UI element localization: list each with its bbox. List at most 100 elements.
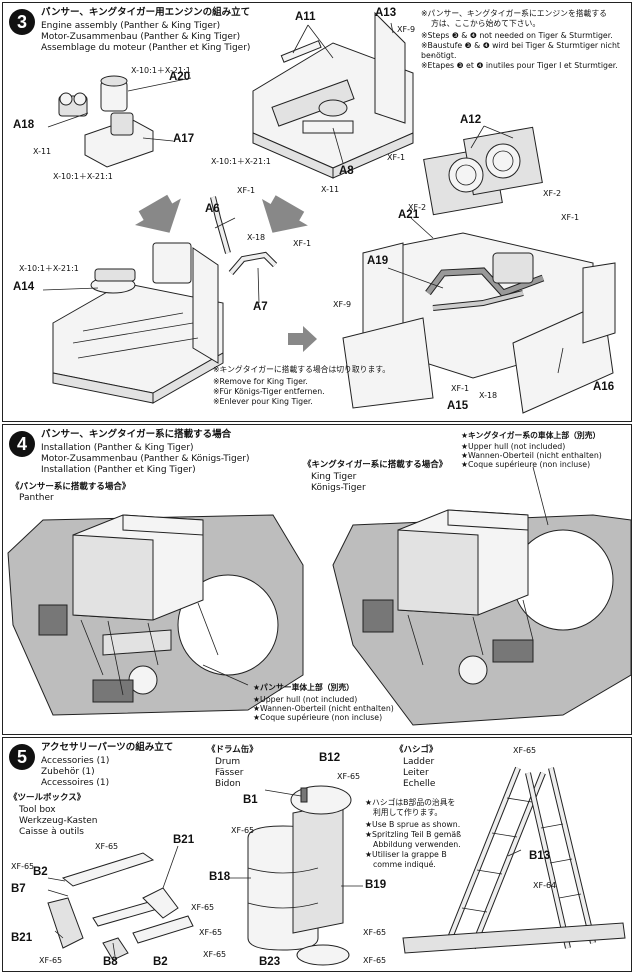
- paint-mix-c: X-10:1＋X-21:1: [211, 157, 271, 166]
- toolbox-heading-jp: 《ツールボックス》: [9, 793, 86, 803]
- ladder-jig-note-jp-1: ★ハシゴはB部品の治具を: [365, 798, 456, 807]
- label-b19: B19: [365, 879, 387, 891]
- label-a6: A6: [205, 203, 220, 215]
- label-b21-left: B21: [11, 932, 33, 944]
- panther-heading-en: Panther: [19, 493, 54, 503]
- ladder-heading-en: Ladder: [403, 757, 435, 767]
- label-b23: B23: [259, 956, 281, 968]
- step-3-title-fr: Assemblage du moteur (Panther et King Ti…: [41, 43, 251, 53]
- paint-xf65-toolbox-top: XF-65: [95, 842, 119, 851]
- kt-hull-note-fr: ★Coque supérieure (non incluse): [461, 460, 591, 469]
- step-3-note-jp-1: ※パンサー、キングタイガー系にエンジンを搭載する: [421, 9, 607, 18]
- step-3-note-fr: ※Etapes ❸ et ❹ inutiles pour Tiger I et …: [421, 61, 618, 70]
- paint-x11-a: X-11: [33, 147, 52, 156]
- paint-xf1-d: XF-1: [561, 213, 580, 222]
- label-a11: A11: [295, 11, 316, 23]
- label-a12: A12: [460, 114, 482, 126]
- step-4-panel: 4 パンサー、キングタイガー系に搭載する場合 Installation (Pan…: [2, 424, 632, 735]
- paint-xf1-c: XF-1: [293, 239, 312, 248]
- paint-xf65-b1: XF-65: [231, 826, 255, 835]
- paint-mix-d: X-10:1＋X-21:1: [19, 264, 79, 273]
- step-3-note-de-2: nötigt.: [431, 51, 457, 60]
- label-a7: A7: [253, 301, 268, 313]
- paint-x18-a: X-18: [247, 233, 266, 242]
- paint-xf1-e: XF-1: [451, 384, 470, 393]
- step-3-title-en: Engine assembly (Panther & King Tiger): [41, 21, 221, 31]
- label-a20: A20: [169, 71, 191, 83]
- label-a8: A8: [339, 165, 354, 177]
- step-number-3: 3: [9, 9, 35, 35]
- step-3-note-de-1: ※Baustufe ❸ & ❹ wird bei Tiger & Sturmti…: [421, 41, 620, 60]
- step-number-4: 4: [9, 431, 35, 457]
- paint-xf1-b: XF-1: [237, 186, 256, 195]
- king-tiger-heading-en: King Tiger: [311, 472, 357, 482]
- paint-x18-b: X-18: [479, 391, 498, 400]
- step-4-title-en: Installation (Panther & King Tiger): [41, 443, 194, 453]
- paint-xf65-drum-bottom: XF-65: [363, 956, 387, 965]
- label-a17: A17: [173, 133, 195, 145]
- ladder-heading-fr: Echelle: [403, 779, 436, 789]
- kt-hull-note-en: ★Upper hull (not included): [461, 442, 566, 451]
- remove-note-en: ※Remove for King Tiger.: [213, 377, 308, 386]
- paint-x11-b: X-11: [321, 185, 340, 194]
- step-number-5: 5: [9, 744, 35, 770]
- label-b7: B7: [11, 883, 26, 895]
- remove-note-jp: ※キングタイガーに搭載する場合は切り取ります。: [213, 365, 391, 374]
- panther-hull-note-en: ★Upper hull (not included): [253, 695, 358, 704]
- paint-xf1-a: XF-1: [387, 153, 406, 162]
- step-3-illustration: [42, 11, 616, 414]
- panther-hull-note-jp: ★パンサー車体上部（別売）: [253, 683, 354, 692]
- paint-xf64-ladder: XF-64: [533, 881, 557, 890]
- step-5-title-de: Zubehör (1): [41, 767, 95, 777]
- label-b2-top: B2: [33, 866, 48, 878]
- panther-hull-note-fr: ★Coque supérieure (non incluse): [253, 713, 383, 722]
- ladder-jig-note-en: ★Use B sprue as shown.: [365, 820, 461, 829]
- toolbox-heading-de: Werkzeug-Kasten: [19, 816, 98, 826]
- label-b18: B18: [209, 871, 231, 883]
- step-3-note-en: ※Steps ❸ & ❹ not needed on Tiger & Sturm…: [421, 31, 613, 40]
- label-a14: A14: [13, 281, 35, 293]
- label-b2-bottom: B2: [153, 956, 168, 968]
- toolbox-heading-en: Tool box: [19, 805, 56, 815]
- ladder-jig-note-de-1: ★Spritzling Teil B gemäß: [365, 830, 462, 839]
- kt-hull-note-jp: ★キングタイガー系の車体上部（別売）: [461, 431, 601, 440]
- step-4-illustration: [7, 466, 631, 726]
- paint-xf65-toolbox-right: XF-65: [191, 903, 215, 912]
- step-5-panel: 5 アクセサリーパーツの組み立て Accessories (1) Zubehör…: [2, 737, 632, 972]
- paint-xf65-toolbox-bottom: XF-65: [39, 956, 63, 965]
- label-b13: B13: [529, 850, 551, 862]
- ladder-jig-note-fr-1: ★Utiliser la grappe B: [365, 850, 447, 859]
- paint-xf65-drum-right: XF-65: [363, 928, 387, 937]
- step-5-title-jp: アクセサリーパーツの組み立て: [41, 742, 174, 753]
- toolbox-heading-fr: Caisse à outils: [19, 827, 84, 837]
- label-a18: A18: [13, 119, 35, 131]
- paint-xf65-toolbox-right-3: XF-65: [203, 950, 227, 959]
- ladder-jig-note-fr-2: comme indiqué.: [373, 860, 436, 869]
- step-4-title-fr: Installation (Panther et King Tiger): [41, 465, 196, 475]
- paint-xf9-a: XF-9: [397, 25, 416, 34]
- panther-heading-jp: 《パンサー系に搭載する場合》: [11, 482, 131, 492]
- label-b12: B12: [319, 752, 341, 764]
- paint-mix-a: X-10:1＋X-21:1: [131, 66, 191, 75]
- paint-xf65-ladder: XF-65: [513, 746, 537, 755]
- step-3-title-jp: パンサー、キングタイガー用エンジンの組み立て: [41, 7, 251, 18]
- drum-heading-en: Drum: [215, 757, 241, 767]
- label-a21: A21: [398, 209, 420, 221]
- paint-xf65-toolbox-right-2: XF-65: [199, 928, 223, 937]
- paint-xf65-toolbox-left: XF-65: [11, 862, 35, 871]
- step-3-title-de: Motor-Zusammenbau (Panther & King Tiger): [41, 32, 241, 42]
- label-b8: B8: [103, 956, 118, 968]
- step-3-panel: 3 パンサー、キングタイガー用エンジンの組み立て Engine assembly…: [2, 2, 632, 422]
- king-tiger-heading-de: Königs-Tiger: [311, 483, 366, 493]
- remove-note-fr: ※Enlever pour King Tiger.: [213, 397, 313, 406]
- paint-xf2-a: XF-2: [543, 189, 562, 198]
- king-tiger-heading-jp: 《キングタイガー系に搭載する場合》: [303, 460, 448, 470]
- drum-heading-de: Fässer: [215, 768, 244, 778]
- step-5-title-fr: Accessoires (1): [41, 778, 110, 788]
- label-a15: A15: [447, 400, 469, 412]
- remove-note-de: ※Für Königs-Tiger entfernen.: [213, 387, 325, 396]
- label-a19: A19: [367, 255, 389, 267]
- step-4-title-jp: パンサー、キングタイガー系に搭載する場合: [41, 429, 232, 440]
- step-3-note-jp-2: 方は、ここから始めて下さい。: [431, 19, 541, 28]
- paint-xf65-drum-top: XF-65: [337, 772, 361, 781]
